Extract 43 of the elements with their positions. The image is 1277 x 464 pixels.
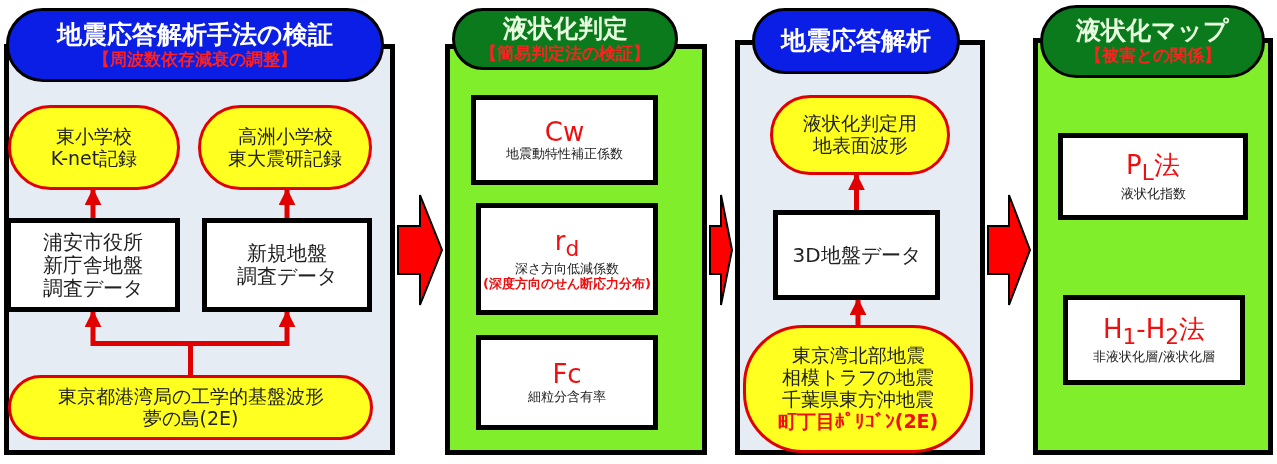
description-text: 液状化指数 xyxy=(1120,186,1186,202)
note-text: (深度方向のせん断応力分布) xyxy=(482,276,652,292)
arrow xyxy=(188,310,296,375)
node-label: 新規地盤調査データ xyxy=(236,242,338,288)
data-box xyxy=(202,218,372,312)
arrow xyxy=(278,188,296,218)
panel-heading: 地震応答解析手法の検証 xyxy=(57,20,333,50)
node-label: 液状化判定用地表面波形 xyxy=(802,113,918,157)
node-label: 東京湾北部地震相模トラフの地震千葉県東方沖地震 xyxy=(781,345,935,411)
node-label: 東京都港湾局の工学的基盤波形夢の島(2E) xyxy=(56,385,325,430)
panel-heading: 液状化判定 xyxy=(502,14,628,44)
data-box xyxy=(6,218,180,312)
symbol-label: Fc xyxy=(552,360,582,390)
panel-subtitle: 【周波数依存減衰の調整】 xyxy=(93,49,297,70)
data-box xyxy=(476,203,658,315)
symbol-label: P$_{L}$法 xyxy=(1126,151,1180,187)
block-arrow xyxy=(397,194,444,306)
panel-subtitle: 【簡易判定法の検証】 xyxy=(480,43,650,64)
arrow xyxy=(84,188,102,218)
block-arrow xyxy=(987,194,1032,306)
description-text: 深さ方向低減係数 xyxy=(515,261,619,276)
data-box xyxy=(1063,295,1245,385)
node-label: 3D地盤データ xyxy=(791,243,922,267)
data-box xyxy=(471,95,658,185)
arrow xyxy=(848,173,865,210)
node-label: 高洲小学校東大震研記録 xyxy=(227,125,343,170)
panel-subtitle: 【被害との関係】 xyxy=(1084,46,1221,66)
description-text: 地震動特性補正係数 xyxy=(506,147,623,163)
data-box xyxy=(476,335,658,430)
symbol-label: Cw xyxy=(544,117,585,147)
node-label: 東小学校K-net記録 xyxy=(49,125,139,170)
block-arrow xyxy=(709,194,733,306)
data-box xyxy=(1058,133,1248,220)
data-box xyxy=(773,210,940,300)
note-text: 町丁目ﾎﾟﾘｺﾞﾝ(2E) xyxy=(777,410,939,433)
arrow xyxy=(849,298,867,325)
symbol-label: H$_{1}$-H$_{2}$法 xyxy=(1102,314,1206,350)
description-text: 細粒分含有率 xyxy=(528,389,606,405)
symbol-label: r$_{d}$ xyxy=(554,226,580,262)
description-text: 非液状化層/液状化層 xyxy=(1093,350,1215,365)
panel-heading: 地震応答解析 xyxy=(781,26,931,56)
node-label: 浦安市役所新庁舎地盤調査データ xyxy=(42,230,144,300)
panel-heading: 液状化マップ xyxy=(1076,17,1229,46)
